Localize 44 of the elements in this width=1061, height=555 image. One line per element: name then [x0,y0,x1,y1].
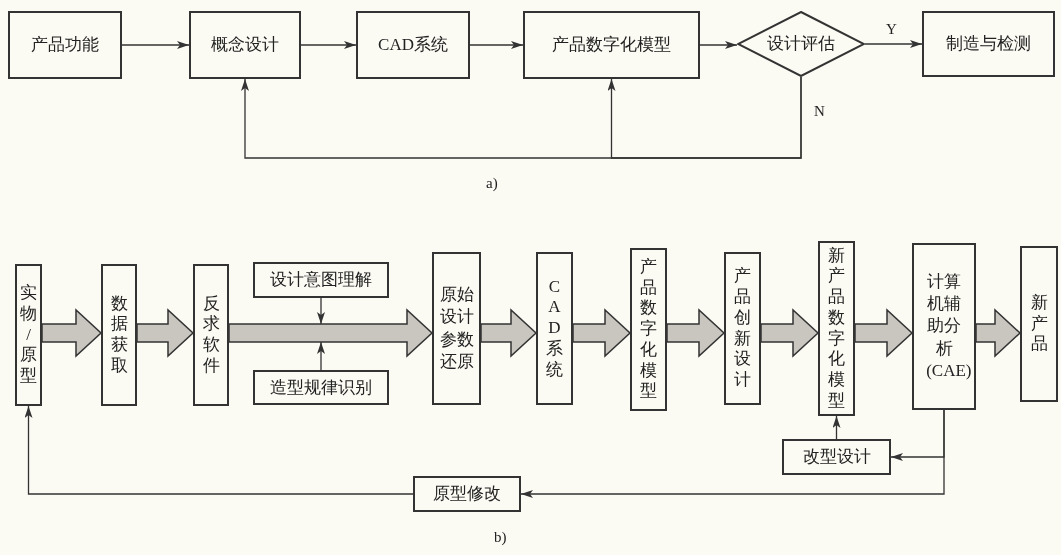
arrow [300,41,357,49]
process-box: 造型规律识别 [253,370,389,405]
block-arrow [854,308,914,358]
process-box: 制造与检测 [922,11,1055,77]
block-arrow [975,308,1022,358]
process-box: 原始设计参数还原 [432,252,481,405]
arrow [864,40,923,48]
process-box: 新产品 [1020,246,1058,402]
arrow [832,415,841,440]
process-box: 数据获取 [101,264,137,406]
arrow [520,409,945,498]
arrow [469,41,524,49]
process-box: 产品数字化模型 [523,11,700,79]
process-box: 改型设计 [782,439,891,475]
pointer-arrow [317,297,325,325]
process-box: 实物/原型 [15,264,42,406]
process-box: CAD系统 [536,252,573,405]
process-box: 产品创新设计 [724,252,761,405]
block-arrow [41,308,103,358]
block-arrow [228,308,434,358]
panel-label: b) [492,530,509,545]
edge-label: N [812,104,827,119]
pointer-arrow [317,341,325,371]
block-arrow [572,308,632,358]
diamond-text: 设计评估 [767,34,835,54]
block-arrow [480,308,538,358]
process-box: 反求软件 [193,264,229,406]
block-arrow [666,308,726,358]
process-box: 产品数字化模型 [630,248,667,411]
arrow [699,41,738,49]
process-box: 新产品数字化模型 [818,241,855,416]
process-box: 设计意图理解 [253,262,389,298]
process-box: 计算机辅助分析(CAE) [912,243,976,410]
process-box: 概念设计 [189,11,301,79]
arrow [607,76,802,159]
process-box: 产品功能 [8,11,122,79]
edge-label: Y [884,22,899,37]
block-arrow [760,308,820,358]
process-box: CAD系统 [356,11,470,79]
arrow [24,405,414,495]
process-box: 原型修改 [413,476,521,512]
panel-label: a) [484,176,500,191]
block-arrow [136,308,195,358]
arrow [121,41,190,49]
